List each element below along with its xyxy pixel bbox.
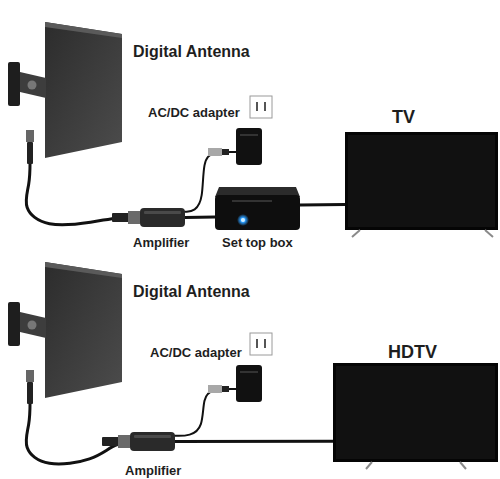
device-label: Amplifier — [133, 236, 189, 249]
antenna-node: Digital Antenna — [5, 258, 122, 398]
device-label: Digital Antenna — [133, 44, 250, 60]
tv-stand — [352, 230, 493, 237]
device-label: Amplifier — [125, 464, 181, 477]
cable — [175, 440, 333, 443]
tv-panel — [348, 135, 495, 227]
status-led-glow — [237, 214, 249, 226]
tv-screen — [345, 132, 498, 230]
tv-node: HDTV — [333, 363, 498, 462]
cable — [175, 389, 236, 436]
amplifier-illustration — [102, 432, 175, 451]
antenna-illustration — [8, 262, 122, 404]
tv-node: TV — [345, 132, 498, 230]
set-top-box-body — [215, 195, 300, 230]
tv-stand — [366, 462, 466, 469]
amplifier-node: Amplifier — [140, 208, 185, 227]
status-led — [241, 218, 245, 222]
device-label: AC/DC adapter — [148, 106, 240, 119]
tv-screen — [333, 363, 498, 462]
antenna-illustration — [8, 22, 122, 164]
adapter-node: AC/DC adapter — [236, 128, 262, 165]
set-top-box-panel — [232, 200, 272, 202]
cable — [185, 216, 215, 219]
device-label: TV — [392, 108, 415, 126]
cable — [300, 203, 345, 207]
device-label: Set top box — [222, 236, 293, 249]
device-label: AC/DC adapter — [150, 346, 242, 359]
antenna-node: Digital Antenna — [5, 18, 122, 158]
tv-panel — [336, 366, 495, 459]
adapter-node: AC/DC adapter — [236, 365, 262, 402]
amplifier-illustration — [112, 208, 185, 227]
device-label: HDTV — [388, 343, 437, 361]
cable — [26, 398, 130, 464]
set-top-box-node: Set top box — [215, 187, 300, 230]
amplifier-node: Amplifier — [130, 432, 175, 451]
adapter-illustration — [208, 333, 272, 402]
device-label: Digital Antenna — [133, 284, 250, 300]
